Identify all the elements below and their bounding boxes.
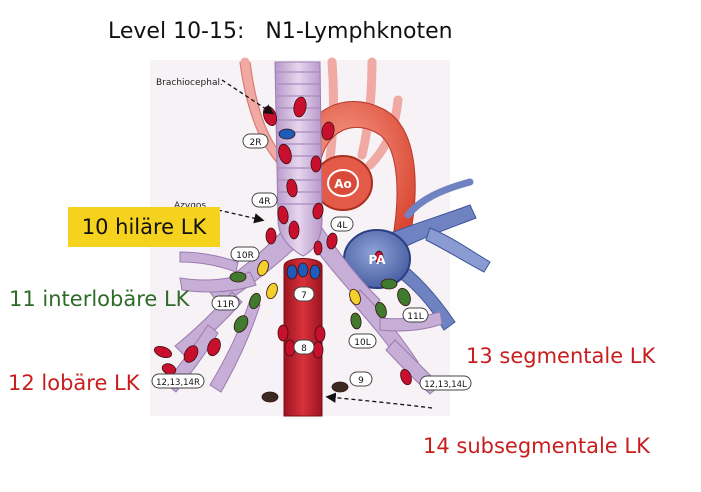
- lymph-node: [288, 220, 300, 240]
- lymph-node: [350, 312, 362, 330]
- lymph-node: [375, 301, 387, 319]
- svg-text:12,13,14R: 12,13,14R: [156, 378, 200, 388]
- lymph-node: [233, 315, 249, 333]
- lymph-node: [266, 282, 278, 300]
- lymph-node: [400, 368, 412, 386]
- station-tag-2r: 2R: [242, 133, 269, 149]
- azygos-arrow: [217, 209, 265, 224]
- station-tag-12-13-14r: 12,13,14R: [151, 373, 205, 389]
- lymph-node: [286, 264, 298, 280]
- subsegmental-arrow: [325, 392, 433, 409]
- lymph-node: [297, 262, 309, 278]
- station-tag-7: 7: [293, 286, 315, 302]
- station-tag-11l: 11L: [402, 307, 429, 323]
- lymph-node: [397, 287, 411, 307]
- brachiocephalic-arrow: [221, 79, 275, 115]
- lymph-node: [313, 240, 323, 256]
- lymph-node: [261, 391, 279, 403]
- lymph-node: [265, 227, 277, 245]
- lymph-node: [286, 178, 298, 198]
- svg-text:9: 9: [358, 376, 364, 386]
- subsegmental-lymph-node-label: 14 subsegmentale LK: [423, 434, 650, 458]
- lymph-node: [278, 128, 296, 140]
- svg-text:8: 8: [301, 344, 307, 354]
- pulmonary-artery-label: PA: [369, 253, 387, 267]
- svg-text:10R: 10R: [236, 251, 254, 261]
- lobar-lymph-node-label: 12 lobäre LK: [8, 371, 140, 395]
- svg-text:12,13,14L: 12,13,14L: [424, 380, 467, 390]
- lymph-node: [249, 292, 261, 310]
- lymph-node: [380, 278, 398, 290]
- lymph-node: [153, 345, 173, 359]
- segmental-lymph-node-label: 13 segmentale LK: [466, 344, 656, 368]
- lymph-node: [277, 205, 289, 225]
- svg-text:4L: 4L: [337, 221, 348, 231]
- lymph-node: [229, 271, 247, 283]
- hilar-lymph-node-label: 10 hiläre LK: [68, 207, 220, 247]
- lymph-node: [331, 381, 349, 393]
- aorta-lumen: [327, 169, 359, 197]
- lymph-node: [277, 324, 289, 342]
- lymph-node: [278, 143, 292, 165]
- diagram-title: Level 10-15: N1-Lymphknoten: [108, 19, 453, 44]
- azygos-label: Azygos: [174, 201, 206, 211]
- lymph-node: [284, 339, 296, 357]
- lymph-node: [312, 202, 324, 220]
- svg-text:2R: 2R: [250, 138, 262, 148]
- lymph-node: [349, 288, 361, 306]
- brachiocephalic-label: Brachiocephal.: [156, 78, 223, 88]
- station-tag-4l: 4L: [330, 216, 354, 232]
- svg-text:11R: 11R: [217, 300, 235, 310]
- svg-text:4R: 4R: [259, 197, 271, 207]
- lymph-node: [309, 264, 321, 280]
- station-tag-11r: 11R: [211, 295, 240, 311]
- lymph-node: [312, 341, 324, 359]
- station-tag-8: 8: [293, 339, 315, 355]
- trachea: [274, 61, 323, 257]
- station-tag-10l: 10L: [348, 333, 377, 349]
- lymph-node: [293, 96, 307, 118]
- lymph-node: [183, 345, 199, 363]
- lymph-node: [321, 121, 335, 141]
- lymph-node: [314, 325, 326, 343]
- interlobar-lymph-node-label: 11 interlobäre LK: [9, 287, 190, 311]
- lymph-node: [207, 337, 221, 357]
- station-tag-9: 9: [349, 371, 373, 387]
- aorta-label: Ao: [334, 177, 352, 191]
- svg-text:10L: 10L: [354, 338, 370, 348]
- lymph-node: [310, 155, 322, 173]
- station-tag-4r: 4R: [251, 192, 278, 208]
- lymph-node: [326, 232, 338, 250]
- lymph-node: [257, 259, 269, 277]
- station-tag-12-13-14l: 12,13,14L: [419, 375, 472, 391]
- svg-text:11L: 11L: [407, 312, 423, 322]
- station-tag-10r: 10R: [230, 246, 260, 262]
- svg-text:7: 7: [301, 291, 307, 301]
- lymph-node: [374, 250, 384, 264]
